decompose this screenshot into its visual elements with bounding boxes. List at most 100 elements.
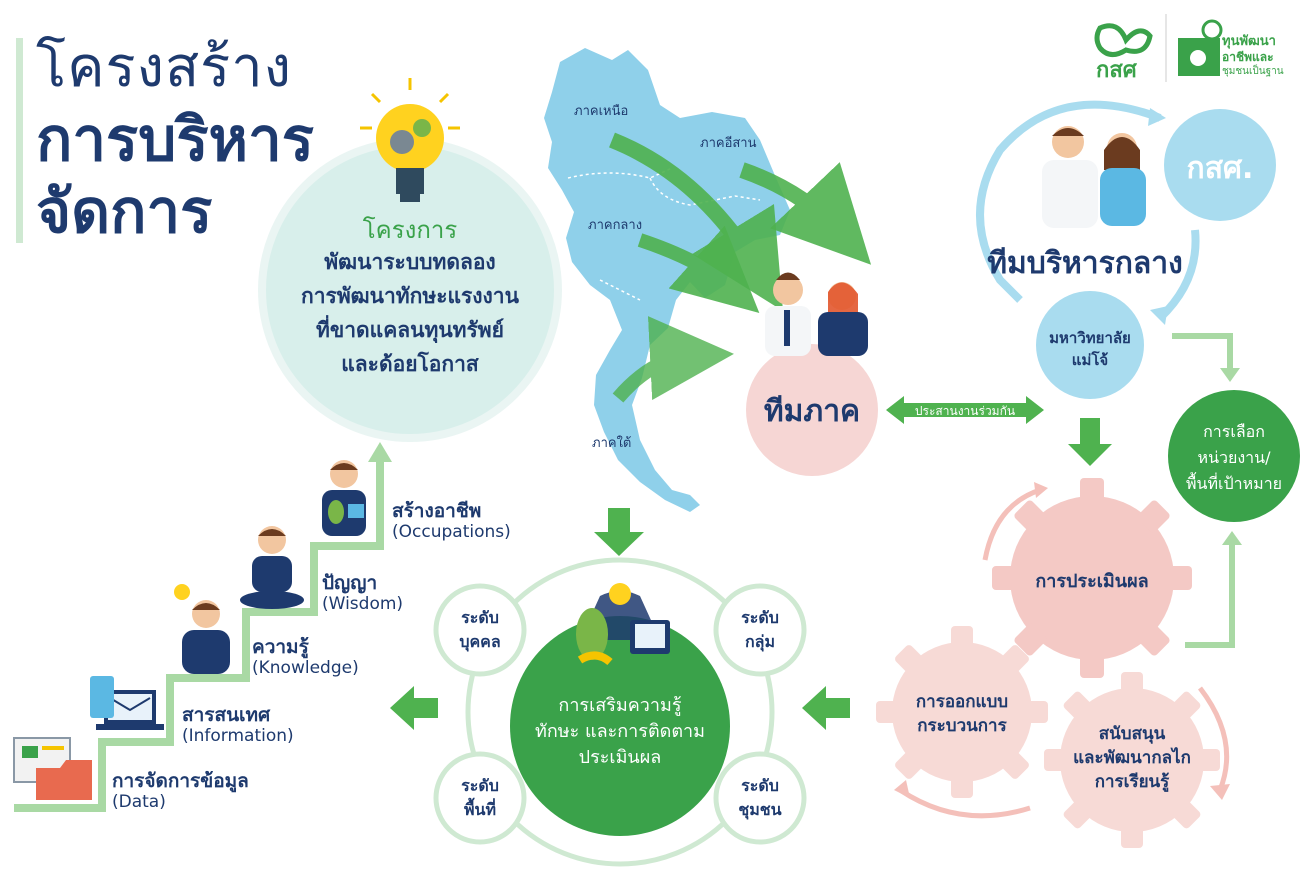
support-line2: และพัฒนากลไก (1073, 748, 1191, 768)
stair-information-th: สารสนเทศ (182, 704, 271, 726)
individual-level-line2: บุคคล (459, 632, 501, 651)
mjc-line1: มหาวิทยาลัย (1049, 329, 1131, 347)
evaluation-label: การประเมินผล (1035, 571, 1149, 592)
area-level-line1: ระดับ (461, 776, 499, 795)
light-bulb-icon (360, 78, 460, 202)
page-title-line3: จัดการ (36, 177, 213, 247)
hub-tools-icon (576, 583, 670, 666)
staircase-arrowhead (368, 442, 392, 462)
design-line2: กระบวนการ (917, 716, 1007, 736)
central-team-cycle-arrow (976, 100, 1162, 303)
area-level-line2: พื้นที่ (463, 800, 497, 819)
person-idea-icon (174, 584, 230, 674)
selection-to-gear-arrow (1222, 531, 1242, 545)
eef-logo-text: กสศ (1096, 58, 1137, 83)
gear-cycle-arrow (1210, 784, 1230, 800)
support-gear (1044, 672, 1220, 848)
selection-line3: พื้นที่เป้าหมาย (1185, 474, 1283, 493)
fund-logo-line1: ทุนพัฒนา (1222, 34, 1276, 49)
selection-to-gear-arrow (1185, 540, 1235, 648)
hub-line1: การเสริมความรู้ (558, 695, 682, 716)
south-to-team-arrow (612, 316, 734, 403)
map-label-south: ภาคใต้ (592, 436, 632, 451)
eef-logo (1094, 23, 1153, 57)
group-level-line2: กลุ่ม (744, 632, 776, 651)
stair-wisdom-th: ปัญญา (322, 572, 378, 594)
regional-team-label: ทีมภาค (763, 394, 861, 429)
to-selection-arrow (1172, 333, 1233, 370)
gear-cycle-arrow (1198, 686, 1230, 791)
stair-wisdom-en: (Wisdom) (322, 594, 404, 614)
map-to-hub-arrow (594, 508, 644, 556)
fund-logo-line2: อาชีพและ (1222, 50, 1274, 64)
hub-line2: ทักษะ และการติดตาม (534, 721, 706, 742)
evaluation-gear (992, 478, 1192, 678)
stair-information-en: (Information) (182, 726, 294, 746)
to-selection-arrow (1220, 368, 1240, 382)
fund-logo-line3: ชุมชนเป็นฐาน (1222, 66, 1284, 77)
selection-line2: หน่วยงาน/ (1197, 448, 1271, 467)
data-folder-icon (13, 737, 92, 800)
eef-label: กสศ. (1186, 151, 1254, 186)
group-level-bubble (713, 583, 807, 677)
community-level-line2: ชุมชน (738, 800, 782, 819)
area-level-bubble (433, 751, 527, 845)
individual-level-line1: ระดับ (461, 608, 499, 627)
fund-logo (1178, 19, 1223, 76)
regional-team-bubble (746, 344, 878, 476)
individual-level-bubble (433, 583, 527, 677)
stair-knowledge-th: ความรู้ (252, 636, 309, 658)
selection-line1: การเลือก (1203, 422, 1265, 441)
project-line2: การพัฒนาทักษะแรงงาน (301, 284, 519, 308)
project-line4: และด้อยโอกาส (341, 352, 479, 376)
mjc-line2: แม่โจ้ (1071, 351, 1109, 369)
community-level-bubble (713, 751, 807, 845)
project-line1: พัฒนาระบบทดลอง (324, 250, 496, 274)
selection-bubble (1168, 390, 1300, 522)
central-team-cycle-arrow (1150, 306, 1168, 325)
central-to-team-arrow (637, 225, 760, 313)
gear-cycle-arrow (898, 787, 1031, 819)
map-label-northeast: ภาคอีสาน (700, 136, 757, 151)
hub-center-bubble (510, 616, 730, 836)
gear-to-hub-arrow (802, 686, 850, 730)
eef-bubble (1164, 109, 1276, 221)
mjc-to-gear-arrow (1068, 418, 1112, 466)
gear-cycle-arrow (982, 487, 1041, 561)
gear-cycle-arrow (894, 780, 910, 798)
hub-to-stairs-arrow (390, 686, 438, 730)
central-team-cycle-arrow (1148, 108, 1166, 126)
hub-line3: ประเมินผล (578, 747, 662, 768)
laptop-phone-icon (90, 676, 164, 730)
stair-occupations-th: สร้างอาชีพ (392, 500, 482, 522)
project-label: โครงการ (362, 216, 458, 244)
stair-data-en: (Data) (112, 792, 166, 812)
coordination-double-arrow (886, 396, 1044, 424)
central-team-cycle-arrow (1157, 229, 1200, 321)
central-team-people-icon (1042, 126, 1146, 228)
page-title-line2: การบริหาร (36, 105, 315, 175)
person-tools-icon (322, 460, 366, 536)
support-line1: สนับสนุน (1098, 724, 1166, 744)
stair-data-th: การจัดการข้อมูล (112, 770, 249, 792)
northeast-to-team-arrow (739, 162, 872, 265)
design-gear (876, 626, 1048, 798)
map-label-central: ภาคกลาง (588, 218, 643, 233)
design-line1: การออกแบบ (915, 692, 1009, 712)
support-line3: การเรียนรู้ (1094, 772, 1170, 792)
page-title-line1: โครงสร้าง (36, 35, 293, 100)
map-region-border (649, 177, 761, 206)
stair-knowledge-en: (Knowledge) (252, 658, 359, 678)
person-meditating-icon (240, 526, 304, 609)
coordination-label: ประสานงานร่วมกัน (914, 404, 1016, 418)
stair-occupations-en: (Occupations) (392, 522, 511, 542)
map-label-north: ภาคเหนือ (574, 104, 629, 119)
community-level-line1: ระดับ (741, 776, 779, 795)
mjc-bubble (1036, 291, 1144, 399)
project-line3: ที่ขาดแคลนทุนทรัพย์ (316, 318, 504, 342)
gear-cycle-arrow (1034, 482, 1048, 498)
central-team-title: ทีมบริหารกลาง (987, 246, 1183, 281)
regional-team-people-icon (765, 272, 868, 356)
